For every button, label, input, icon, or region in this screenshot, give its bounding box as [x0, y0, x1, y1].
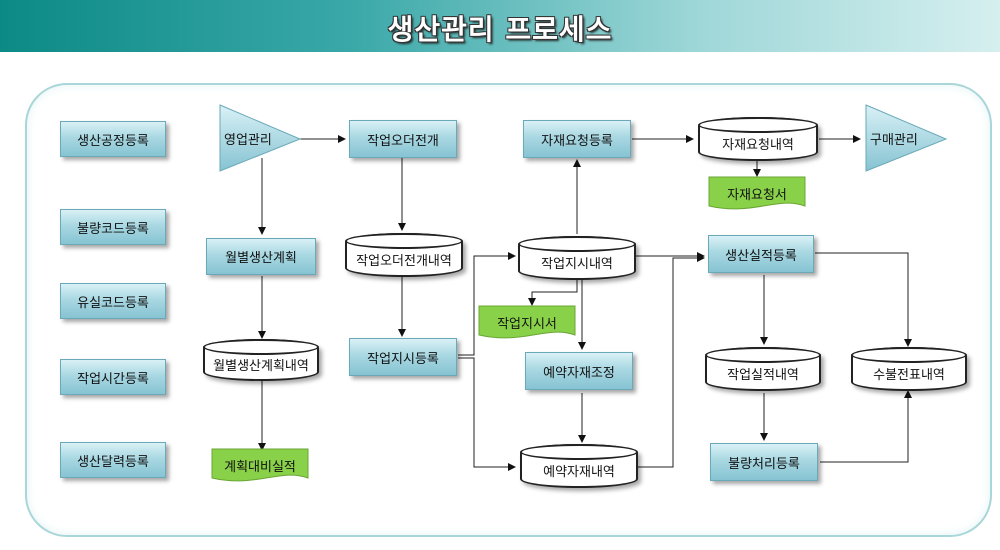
node-order-expand[interactable]: 작업오더전개 — [349, 120, 457, 158]
doc-material-request-label: 자재요청서 — [727, 188, 787, 203]
node-monthly-plan-db-label: 월별생산계획내역 — [213, 358, 309, 374]
node-reserve-db-label: 예약자재내역 — [543, 464, 615, 480]
node-material-request-db-label: 자재요청내역 — [722, 137, 794, 153]
node-order-expand-db-label: 작업오더전개내역 — [356, 253, 452, 269]
node-monthly-plan[interactable]: 월별생산계획 — [206, 238, 316, 275]
node-reserve-db[interactable]: 예약자재내역 — [520, 444, 638, 488]
doc-material-request[interactable]: 자재요청서 — [708, 176, 806, 212]
node-work-result-db-label: 작업실적내역 — [727, 367, 799, 383]
node-instruction-registration[interactable]: 작업지시등록 — [349, 338, 457, 376]
doc-work-instruction-label: 작업지시서 — [497, 317, 557, 332]
node-production-result[interactable]: 생산실적등록 — [708, 235, 814, 273]
box-work-time-registration[interactable]: 작업시간등록 — [60, 359, 166, 395]
doc-plan-vs-actual-label: 계획대비실적 — [224, 460, 296, 475]
page-title: 생산관리 프로세스 — [387, 13, 613, 46]
node-instruction-db-label: 작업지시내역 — [541, 256, 613, 272]
node-reserve-adjust[interactable]: 예약자재조정 — [525, 352, 633, 390]
box-loss-code-registration[interactable]: 유실코드등록 — [60, 283, 166, 319]
node-purchase-label: 구매관리 — [870, 132, 918, 148]
node-material-request-db[interactable]: 자재요청내역 — [698, 117, 818, 161]
node-purchase[interactable]: 구매관리 — [864, 103, 948, 173]
node-receipt-slip-db-label: 수불전표내역 — [873, 367, 945, 383]
document-shape — [708, 176, 806, 210]
document-shape — [211, 448, 309, 482]
node-instruction-db[interactable]: 작업지시내역 — [518, 236, 636, 280]
node-sales-label: 영업관리 — [224, 132, 272, 148]
node-work-result-db[interactable]: 작업실적내역 — [705, 347, 821, 391]
node-sales[interactable]: 영업관리 — [218, 103, 302, 173]
node-receipt-slip-db[interactable]: 수불전표내역 — [851, 347, 967, 391]
document-shape — [478, 305, 576, 339]
offpage-connector-shape — [219, 104, 302, 172]
box-defect-code-registration[interactable]: 불량코드등록 — [60, 209, 166, 245]
node-material-request-registration[interactable]: 자재요청등록 — [523, 120, 631, 158]
header-bar — [0, 0, 1000, 52]
node-order-expand-db[interactable]: 작업오더전개내역 — [345, 233, 463, 277]
doc-plan-vs-actual[interactable]: 계획대비실적 — [211, 448, 309, 484]
doc-work-instruction[interactable]: 작업지시서 — [478, 305, 576, 341]
node-defect-processing[interactable]: 불량처리등록 — [710, 443, 818, 481]
box-production-process-registration[interactable]: 생산공정등록 — [60, 121, 166, 157]
box-production-calendar-registration[interactable]: 생산달력등록 — [60, 442, 166, 478]
node-monthly-plan-db[interactable]: 월별생산계획내역 — [203, 339, 319, 381]
offpage-connector-shape — [865, 104, 948, 172]
